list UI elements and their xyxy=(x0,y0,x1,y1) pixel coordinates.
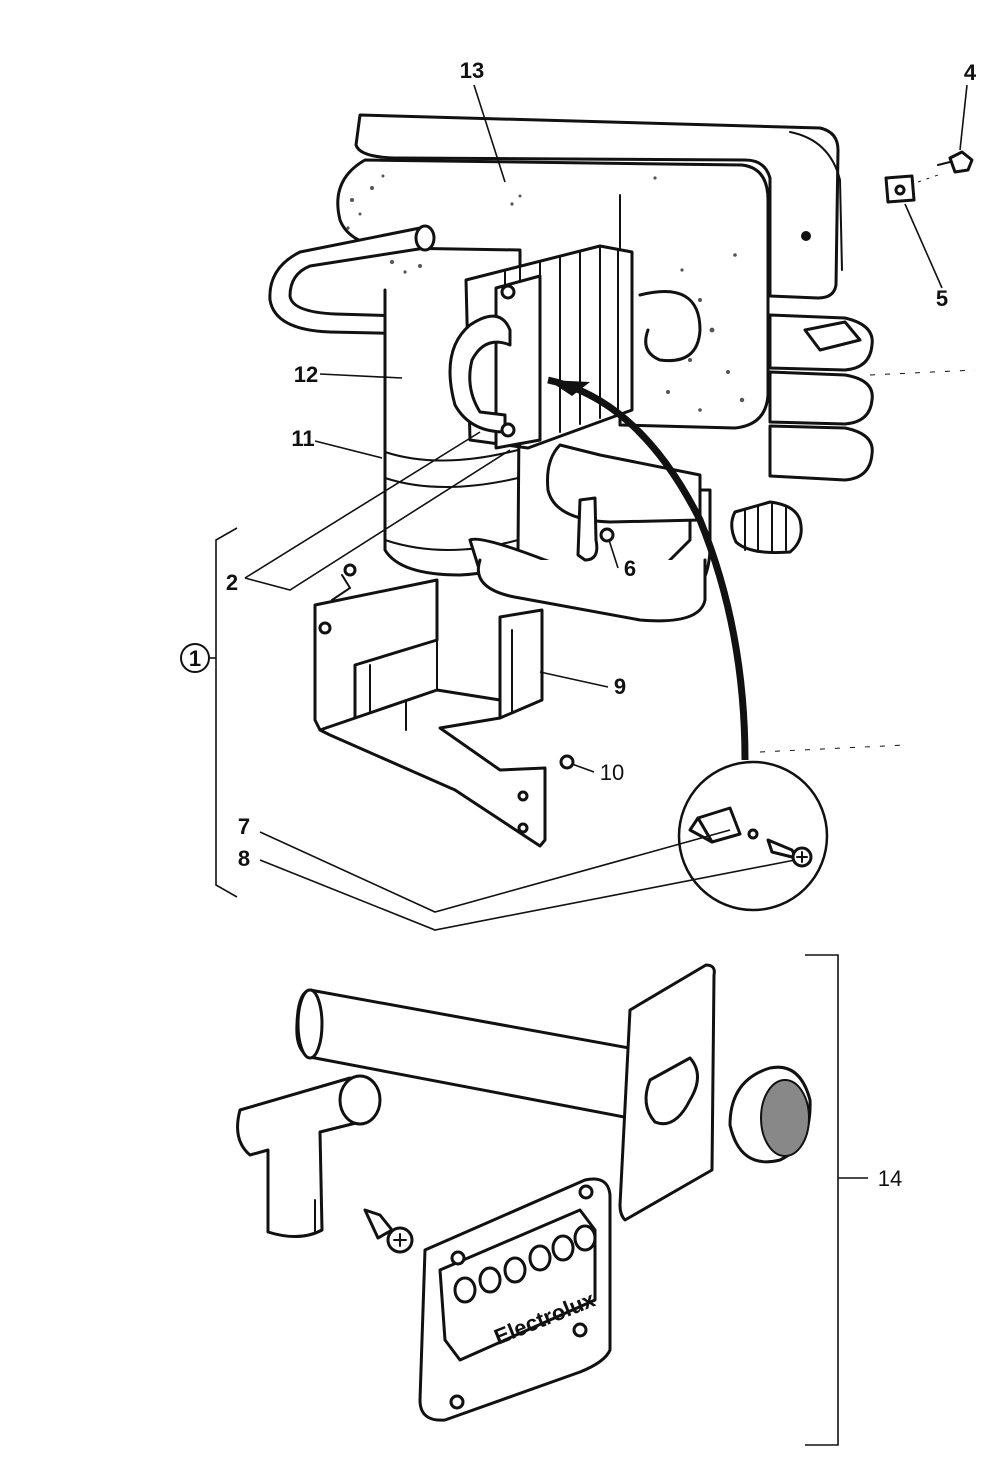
vent-assembly: Electrolux xyxy=(236,963,812,1422)
group-1-bracket xyxy=(215,527,238,898)
t-tube xyxy=(236,1076,370,1238)
mounting-hole xyxy=(801,231,811,241)
pipe-clip xyxy=(576,496,599,562)
callout-13: 13 xyxy=(460,58,484,83)
clip-and-screw xyxy=(884,150,974,204)
tube-end xyxy=(414,224,436,252)
lead-arrow xyxy=(548,380,590,396)
bracket-screw xyxy=(331,574,352,601)
callout-12: 12 xyxy=(294,362,318,387)
callout-11: 11 xyxy=(291,426,314,451)
callout-14: 14 xyxy=(878,1166,902,1191)
callout-5: 5 xyxy=(936,286,948,311)
leader-lines-upper xyxy=(210,84,968,931)
callout-1-circle xyxy=(180,643,210,673)
thermocouple-lead xyxy=(547,376,749,761)
callout-8: 8 xyxy=(238,846,250,871)
thermocouple-knob xyxy=(730,500,803,554)
cylinder-band-bottom xyxy=(384,477,519,488)
condenser-coil xyxy=(768,313,874,482)
callout-10: 10 xyxy=(600,760,624,785)
clip-screw xyxy=(599,527,615,543)
mounting-bracket xyxy=(313,563,547,848)
rear-mounting-plate xyxy=(354,113,840,300)
screw-head-4 xyxy=(948,150,974,174)
plate-edge xyxy=(789,131,843,271)
callout-9: 9 xyxy=(614,674,626,699)
flue-ring xyxy=(638,290,702,363)
callout-1: 1 xyxy=(189,646,201,671)
mesh-screen xyxy=(760,1079,810,1157)
washer-10 xyxy=(559,754,575,770)
burner-assembly xyxy=(268,113,976,761)
flue-knob xyxy=(644,1056,699,1126)
callout-7: 7 xyxy=(238,814,250,839)
detail-inset xyxy=(677,760,829,912)
callout-2: 2 xyxy=(226,570,238,595)
callout-4: 4 xyxy=(964,60,977,85)
vent-screw-shaft xyxy=(363,1208,394,1240)
fin-front-plate xyxy=(494,274,542,450)
cylinder-band-top xyxy=(384,449,519,462)
lower-tube xyxy=(477,558,707,623)
callout-6: 6 xyxy=(624,556,636,581)
group-14-bracket xyxy=(805,954,839,1446)
fin-block xyxy=(448,244,634,450)
